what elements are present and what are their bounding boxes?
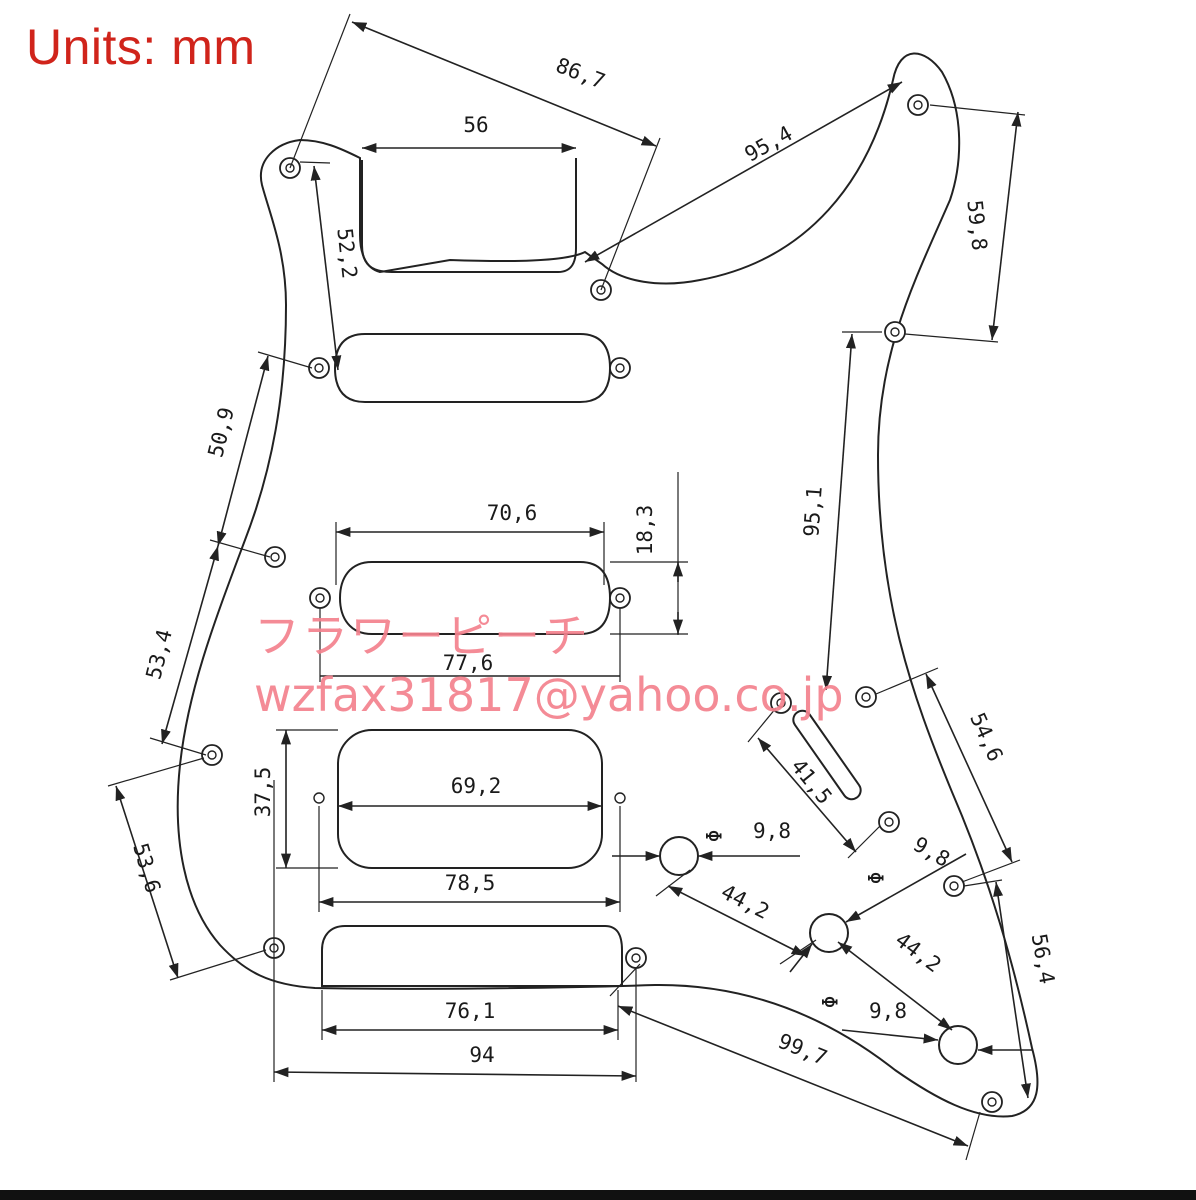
watermark-email: wzfax31817@yahoo.co.jp: [254, 668, 844, 722]
dim-56: 56: [463, 113, 488, 137]
dim-77-6: 77,6: [443, 651, 494, 675]
dim-phi-1: Φ: [701, 830, 725, 843]
dim-99-7: 99,7: [775, 1029, 831, 1070]
dim-95-4: 95,4: [741, 121, 797, 167]
dim-59-8: 59,8: [962, 199, 991, 252]
dim-56-4: 56,4: [1027, 932, 1059, 986]
dim-53-4: 53,4: [141, 627, 177, 682]
units-label: Units: mm: [26, 19, 256, 75]
dim-52-2: 52,2: [332, 227, 361, 280]
dim-18-3: 18,3: [633, 505, 657, 556]
dim-69-2: 69,2: [451, 774, 502, 798]
dim-70-6: 70,6: [487, 501, 538, 525]
dim-50-9: 50,9: [203, 405, 239, 460]
dim-53-6: 53,6: [128, 840, 165, 895]
dimension-lines: [107, 13, 1032, 1161]
dim-9-8-c: 9,8: [869, 999, 907, 1023]
bottom-bar: [0, 1190, 1196, 1200]
watermark-shop-name: フラワーピーチ: [254, 609, 590, 663]
bridge-pickup-cutout: [321, 925, 623, 987]
neck-cutout: [361, 158, 577, 273]
screw-holes: [201, 94, 1003, 1113]
humbucker-cutout: [337, 729, 603, 869]
dim-78-5: 78,5: [445, 871, 496, 895]
dim-86-7: 86,7: [553, 53, 609, 94]
dim-44-2-b: 44,2: [891, 928, 946, 978]
dim-76-1: 76,1: [445, 999, 496, 1023]
dim-94: 94: [469, 1043, 494, 1067]
dim-54-6: 54,6: [965, 709, 1007, 765]
dim-41-5: 41,5: [786, 754, 836, 808]
dim-95-1: 95,1: [799, 485, 826, 537]
dim-9-8-a: 9,8: [753, 819, 791, 843]
dim-phi-2: Φ: [863, 872, 887, 885]
dim-44-2-a: 44,2: [717, 880, 773, 924]
middle-pickup-cutout: [338, 561, 612, 635]
dim-9-8-b: 9,8: [909, 832, 954, 872]
dim-37-5: 37,5: [251, 767, 275, 818]
neck-pickup-cutout: [333, 333, 612, 403]
dim-phi-3: Φ: [817, 996, 841, 1009]
